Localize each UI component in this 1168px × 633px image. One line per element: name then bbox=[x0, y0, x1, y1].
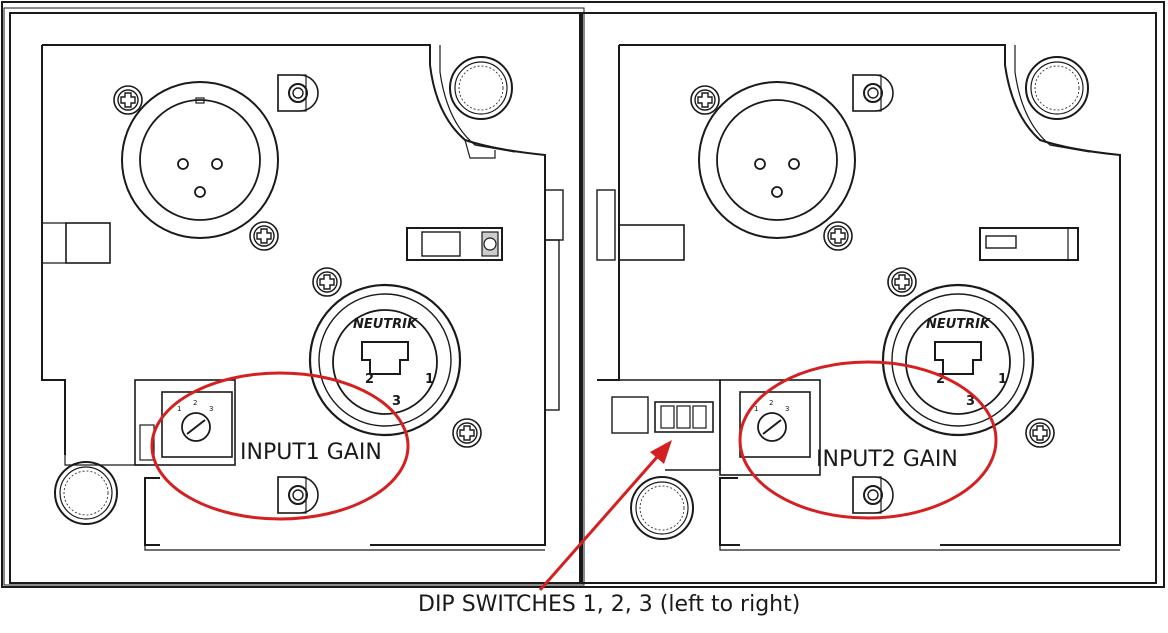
standoff-icon bbox=[449, 56, 513, 120]
pin-label: 3 bbox=[966, 394, 975, 409]
input2-gain-label: INPUT2 GAIN bbox=[816, 447, 958, 472]
trim-mark: 3 bbox=[785, 405, 789, 413]
standoff-icon bbox=[630, 476, 694, 540]
nut-icon bbox=[277, 74, 319, 112]
screw-icon bbox=[823, 221, 853, 251]
input1-gain-highlight bbox=[150, 371, 410, 521]
panel-input2: NEUTRIK 2 1 3 1 2 3 bbox=[581, 12, 1157, 584]
pin-label: 2 bbox=[365, 372, 374, 387]
neutrik-brand-label: NEUTRIK bbox=[926, 317, 991, 332]
dip-switch-arrow bbox=[538, 440, 672, 591]
screw-icon bbox=[690, 85, 720, 115]
screw-icon bbox=[1025, 418, 1055, 448]
screw-icon bbox=[887, 267, 917, 297]
slide-switch-icon bbox=[979, 227, 1079, 261]
standoff-icon bbox=[54, 461, 118, 525]
pin-label: 1 bbox=[998, 372, 1007, 387]
trim-mark: 1 bbox=[754, 405, 758, 413]
pin-label: 1 bbox=[425, 372, 434, 387]
screw-icon bbox=[249, 221, 279, 251]
nut-icon bbox=[852, 74, 894, 112]
combo-jack-icon: NEUTRIK 2 1 3 bbox=[308, 283, 462, 437]
neutrik-brand-label: NEUTRIK bbox=[353, 317, 418, 332]
trim-mark: 2 bbox=[769, 399, 773, 407]
trim-mark: 2 bbox=[193, 399, 197, 407]
screw-icon bbox=[312, 267, 342, 297]
xlr-connector-icon bbox=[698, 81, 856, 239]
screw-icon bbox=[452, 418, 482, 448]
combo-jack-icon: NEUTRIK 2 1 3 bbox=[881, 283, 1035, 437]
trim-mark: 1 bbox=[177, 405, 181, 413]
outer-frame bbox=[1, 1, 1165, 588]
screw-icon bbox=[113, 85, 143, 115]
input1-gain-label: INPUT1 GAIN bbox=[240, 440, 382, 465]
panel-input1: NEUTRIK 2 1 3 1 2 3 bbox=[3, 7, 585, 586]
slide-switch-icon bbox=[406, 227, 503, 261]
trim-mark: 3 bbox=[209, 405, 213, 413]
standoff-icon bbox=[1025, 56, 1089, 120]
nut-icon bbox=[852, 476, 894, 514]
gain-trim-pot-icon: 1 2 3 bbox=[719, 379, 821, 476]
nut-icon bbox=[277, 476, 319, 514]
pin-label: 3 bbox=[392, 394, 401, 409]
dip-switches-label: DIP SWITCHES 1, 2, 3 (left to right) bbox=[418, 592, 801, 617]
input2-gain-highlight bbox=[738, 360, 998, 520]
xlr-connector-icon bbox=[121, 81, 279, 239]
pin-label: 2 bbox=[936, 372, 945, 387]
gain-trim-pot-icon: 1 2 3 bbox=[134, 379, 236, 466]
